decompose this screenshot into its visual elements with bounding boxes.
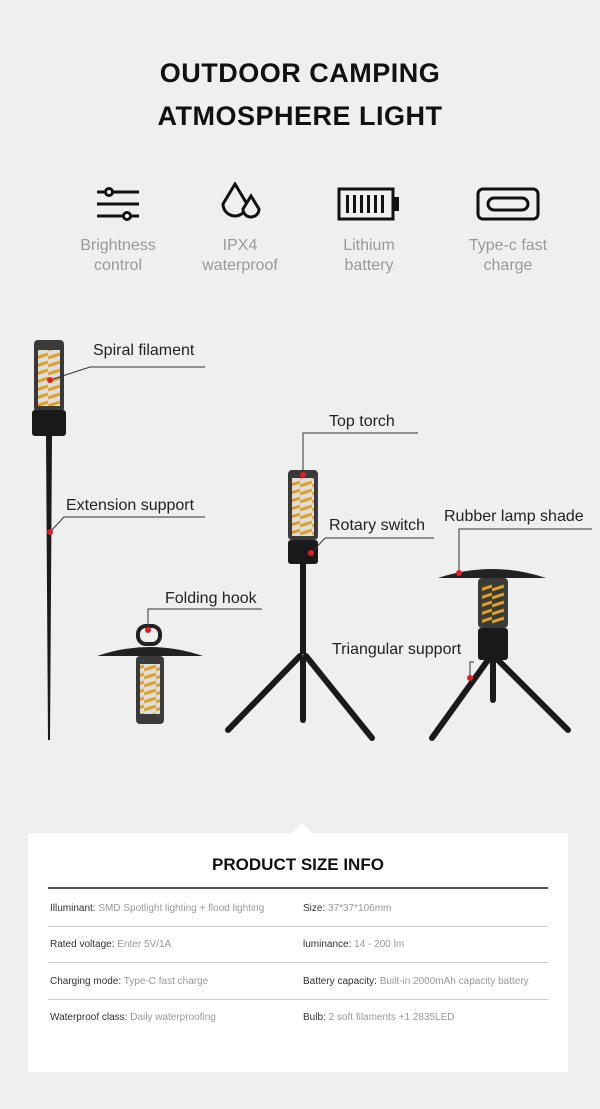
spec-value: Built-in 2000mAh capacity battery: [379, 976, 529, 987]
spec-value: Daily waterproofing: [130, 1012, 216, 1023]
spec-key: Rated voltage:: [50, 939, 115, 950]
feature-label: control: [93, 257, 143, 274]
spec-card: PRODUCT SIZE INFO Illuminant: SMD Spotli…: [28, 833, 568, 1072]
spec-value: Type-C fast charge: [123, 976, 209, 987]
spec-row: Rated voltage: Enter 5V/1A luminance: 14…: [48, 927, 548, 963]
usb-c-icon: [476, 187, 540, 221]
callout-rotary-switch: Rotary switch: [329, 517, 426, 534]
feature-label: Brightness: [80, 237, 156, 254]
feature-label: battery: [344, 257, 394, 274]
spec-key: Size:: [303, 903, 326, 914]
spec-value: 2 soft filaments +1 2835LED: [328, 1012, 455, 1023]
page-title-line1: OUTDOOR CAMPING: [159, 58, 441, 88]
callout-triangular-support: Triangular support: [332, 641, 462, 658]
feature-label: waterproof: [202, 257, 278, 274]
feature-label: charge: [483, 257, 533, 274]
spec-value: 37*37*106mm: [328, 903, 392, 914]
spec-title: PRODUCT SIZE INFO: [212, 855, 384, 874]
card-notch: [292, 823, 312, 833]
feature-label: Lithium: [343, 237, 395, 254]
spec-value: 14 - 200 lm: [354, 939, 405, 950]
feature-label: IPX4: [222, 237, 258, 254]
lamp-on-stake: [32, 340, 66, 740]
lamp-tripod-torch: [225, 470, 375, 741]
lamp-hanging: [97, 624, 203, 724]
callout-folding-hook: Folding hook: [165, 590, 257, 607]
spec-row: Waterproof class: Daily waterproofing Bu…: [48, 1000, 548, 1036]
spec-key: Bulb:: [303, 1012, 326, 1023]
product-illustration: [32, 340, 592, 741]
spec-key: Waterproof class:: [50, 1012, 128, 1023]
feature-waterproof: IPX4 waterproof: [175, 182, 305, 276]
spec-key: Illuminant:: [50, 903, 96, 914]
page-title-line2: ATMOSPHERE LIGHT: [157, 101, 443, 131]
spec-value: Enter 5V/1A: [117, 939, 172, 950]
feature-battery: Lithium battery: [304, 186, 434, 276]
water-drops-icon: [221, 182, 261, 219]
battery-icon: [337, 187, 399, 221]
callout-rubber-lamp-shade: Rubber lamp shade: [444, 508, 584, 525]
sliders-icon: [97, 187, 139, 221]
spec-divider: [48, 887, 548, 889]
spec-key: Battery capacity:: [303, 976, 377, 987]
callout-top-torch: Top torch: [329, 413, 395, 430]
spec-row: Illuminant: SMD Spotlight lighting + flo…: [48, 891, 548, 927]
feature-label: Type-c fast: [468, 237, 548, 254]
feature-brightness: Brightness control: [53, 186, 183, 276]
spec-key: Charging mode:: [50, 976, 122, 987]
callout-extension-support: Extension support: [66, 497, 195, 514]
spec-value: SMD Spotlight lighting + flood lighting: [98, 903, 265, 914]
callout-spiral-filament: Spiral filament: [93, 342, 195, 359]
spec-key: luminance:: [303, 939, 352, 950]
feature-typec: Type-c fast charge: [443, 186, 573, 276]
spec-row: Charging mode: Type-C fast charge Batter…: [48, 964, 548, 1000]
lamp-tripod-shade: [429, 569, 571, 741]
